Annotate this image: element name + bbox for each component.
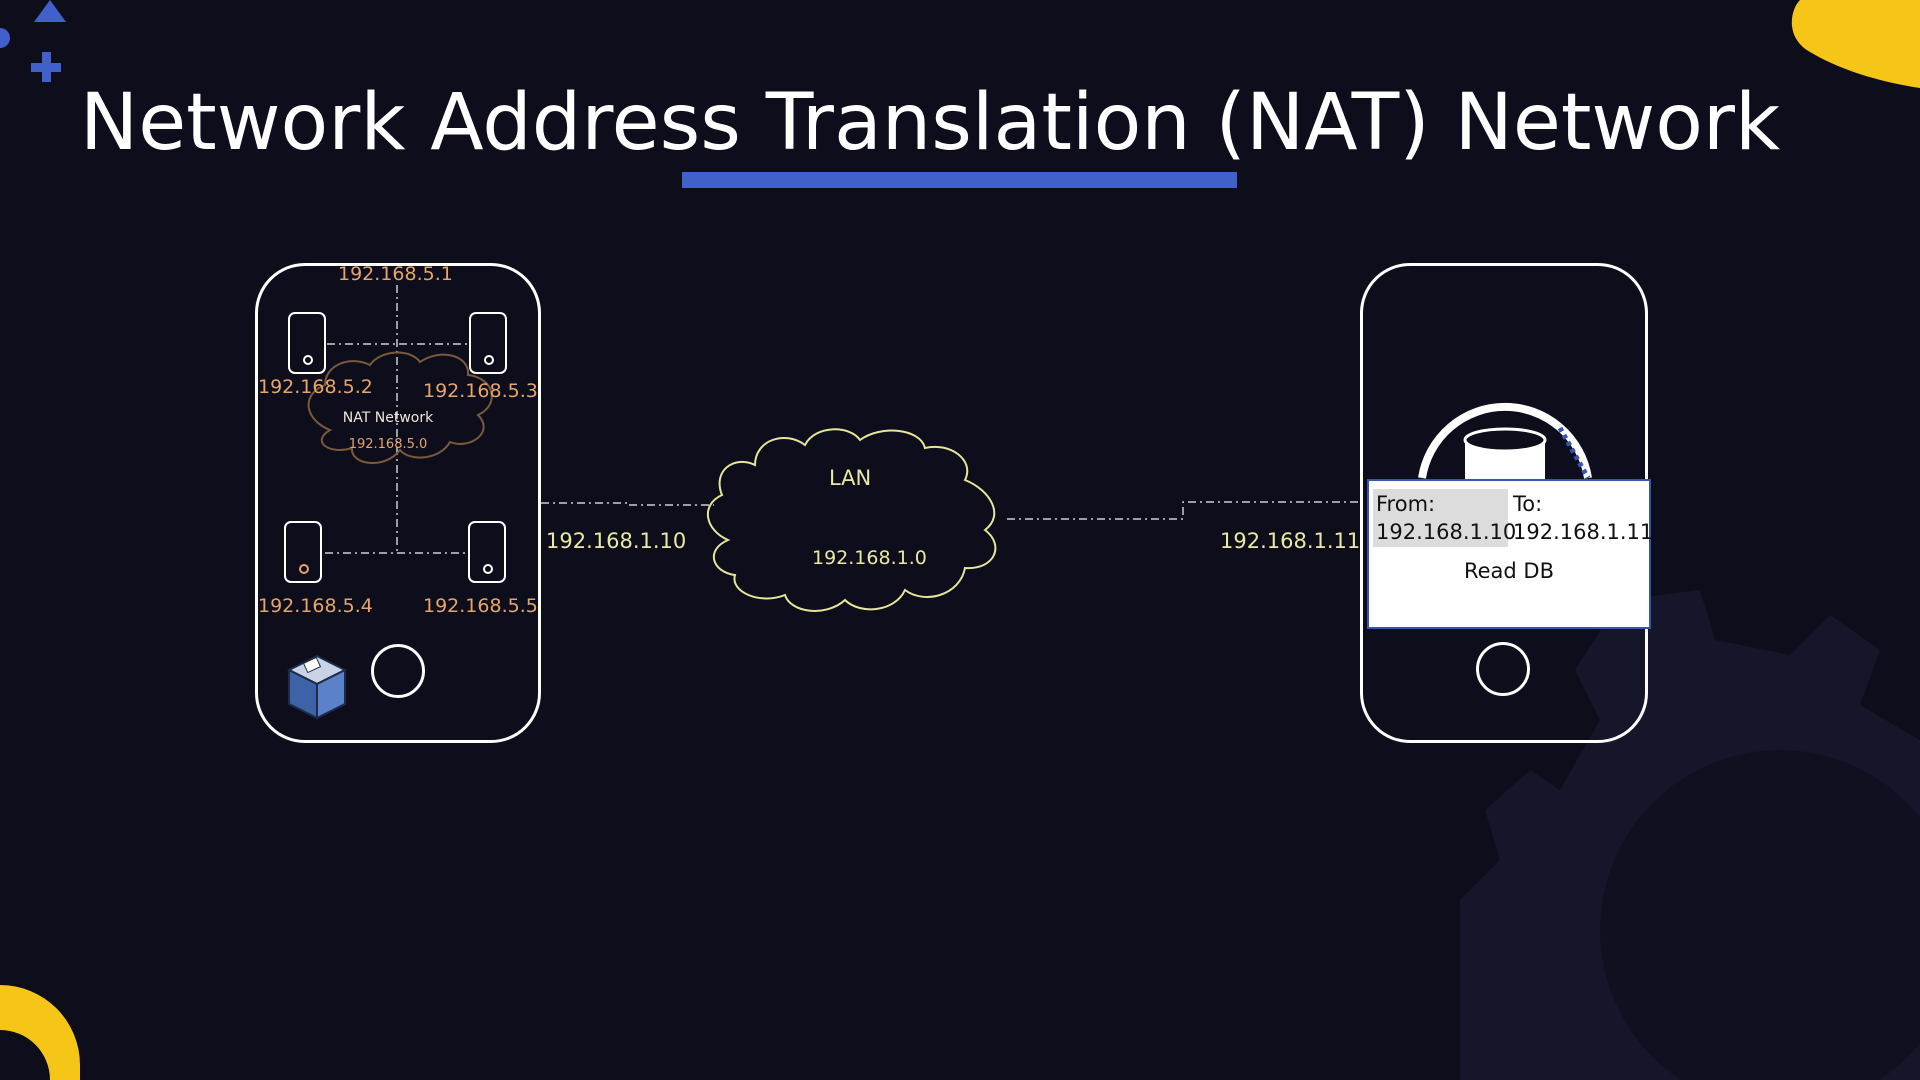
page-title: Network Address Translation (NAT) Networ… (79, 78, 1781, 168)
vm-device-1[interactable] (288, 312, 326, 374)
left-host-frame (255, 263, 541, 743)
vm-ip-label: 192.168.5.4 (258, 595, 373, 617)
lan-cloud (706, 428, 997, 612)
yellow-blob (1791, 0, 1920, 88)
nat-cloud-title-text: NAT Network (342, 410, 434, 426)
packet-popup: From: 192.168.1.10 To: 192.168.1.11 Read… (1367, 479, 1654, 629)
left-host-ip: 192.168.1.10 (546, 529, 687, 553)
vm-ip-label: 192.168.5.2 (258, 376, 373, 398)
device-button-icon (299, 564, 309, 574)
yellow-ring (0, 985, 80, 1080)
right-host-ip: 192.168.1.11 (1220, 529, 1361, 553)
nat-cloud-title: NAT Network (326, 410, 450, 426)
left-home-button[interactable] (371, 644, 425, 698)
vm-ip-label: 192.168.5.3 (423, 380, 538, 402)
right-lan-link (1007, 501, 1360, 520)
vm-device-2[interactable] (469, 312, 507, 374)
dot-icon (0, 28, 10, 48)
from-ip: 192.168.1.10 (1376, 520, 1517, 544)
vm-device-3[interactable] (284, 521, 322, 583)
left-lan-link (541, 502, 714, 506)
virtualbox-icon (286, 654, 348, 720)
nat-cloud-subnet: 192.168.5.0 (348, 437, 428, 452)
triangle-icon (34, 0, 66, 22)
device-button-icon (303, 355, 313, 365)
lan-subnet: 192.168.1.0 (812, 547, 927, 569)
database-icon (1418, 402, 1592, 488)
nat-gateway-ip: 192.168.5.1 (338, 263, 453, 285)
lan-label: LAN (829, 466, 872, 490)
title-underline (682, 172, 1237, 188)
plus-icon (31, 52, 61, 82)
nat-cloud (307, 351, 493, 464)
to-ip: 192.168.1.11 (1513, 520, 1654, 544)
right-home-button[interactable] (1476, 642, 1530, 696)
device-button-icon (483, 564, 493, 574)
from-highlight (1373, 489, 1508, 547)
vm-ip-label: 192.168.5.5 (423, 595, 538, 617)
from-label: From: (1376, 492, 1436, 516)
gear-hub (1600, 750, 1920, 1080)
vm-device-4[interactable] (468, 521, 506, 583)
to-label: To: (1513, 492, 1543, 516)
popup-action: Read DB (1463, 559, 1555, 583)
device-button-icon (484, 355, 494, 365)
